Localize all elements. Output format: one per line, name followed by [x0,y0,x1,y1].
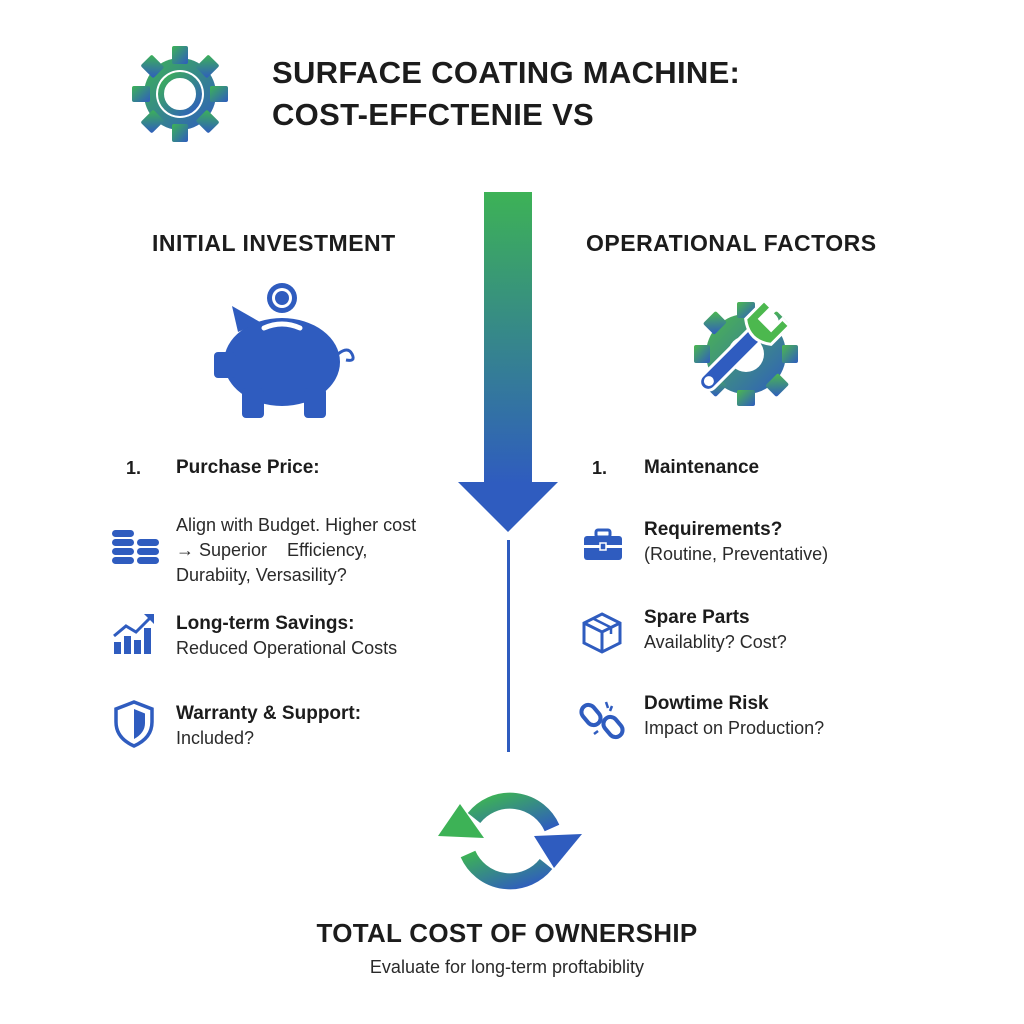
requirements-text: (Routine, Preventative) [644,544,829,564]
total-cost-of-ownership-subtitle: Evaluate for long-term proftabiblity [369,957,645,977]
purchase-price-line-3: Durabiity, Versasility? [176,565,347,585]
toolbox-icon [584,528,622,560]
maintenance-title: Maintenance [644,457,760,478]
purchase-price-title: Purchase Price: [176,457,320,478]
page-title: SURFACE COATING MACHINE: COST-EFFCTENIE … [272,52,740,136]
long-term-savings-title: Long-term Savings: [176,613,355,634]
piggy-bank-icon [214,283,355,418]
title-line-2: COST-EFFCTENIE VS [272,97,595,132]
spare-parts-title: Spare Parts [644,607,750,628]
warranty-support: Warranty & Support: Included? [176,702,361,751]
purchase-price-description: Align with Budget. Higher cost → Superio… [176,513,416,588]
wrench-gear-icon [694,298,798,406]
warranty-support-title: Warranty & Support: [176,703,362,724]
title-line-1: SURFACE COATING MACHINE: [272,55,741,90]
requirements-title: Requirements? [644,519,783,540]
maintenance-requirements: Requirements? (Routine, Preventative) [644,518,828,567]
long-term-savings: Long-term Savings: Reduced Operational C… [176,612,397,661]
box-icon [582,612,622,654]
coin-stack-icon [112,530,159,564]
shield-icon [114,700,154,748]
down-arrow-icon [458,192,558,532]
left-item-number: 1. [126,458,142,478]
long-term-savings-text: Reduced Operational Costs [176,638,398,658]
warranty-support-text: Included? [176,728,255,748]
downtime-risk: Dowtime Risk Impact on Production? [644,692,824,741]
purchase-price-line-2: → Superior Efficiency, [176,540,368,560]
total-cost-of-ownership-title: TOTAL COST OF OWNERSHIP [316,918,698,948]
broken-link-icon [579,701,625,740]
center-divider-line [507,540,510,752]
downtime-risk-title: Dowtime Risk [644,693,769,714]
growth-chart-icon [113,614,154,654]
right-column-heading: OPERATIONAL FACTORS [586,230,877,256]
right-item-number: 1. [592,458,608,478]
downtime-risk-text: Impact on Production? [644,718,825,738]
spare-parts: Spare Parts Availablity? Cost? [644,606,787,655]
spare-parts-text: Availablity? Cost? [644,632,787,652]
purchase-price-line-1: Align with Budget. Higher cost [176,515,417,535]
left-column-heading: INITIAL INVESTMENT [152,230,396,256]
cycle-arrows-icon [438,792,582,890]
gear-icon [132,46,228,142]
